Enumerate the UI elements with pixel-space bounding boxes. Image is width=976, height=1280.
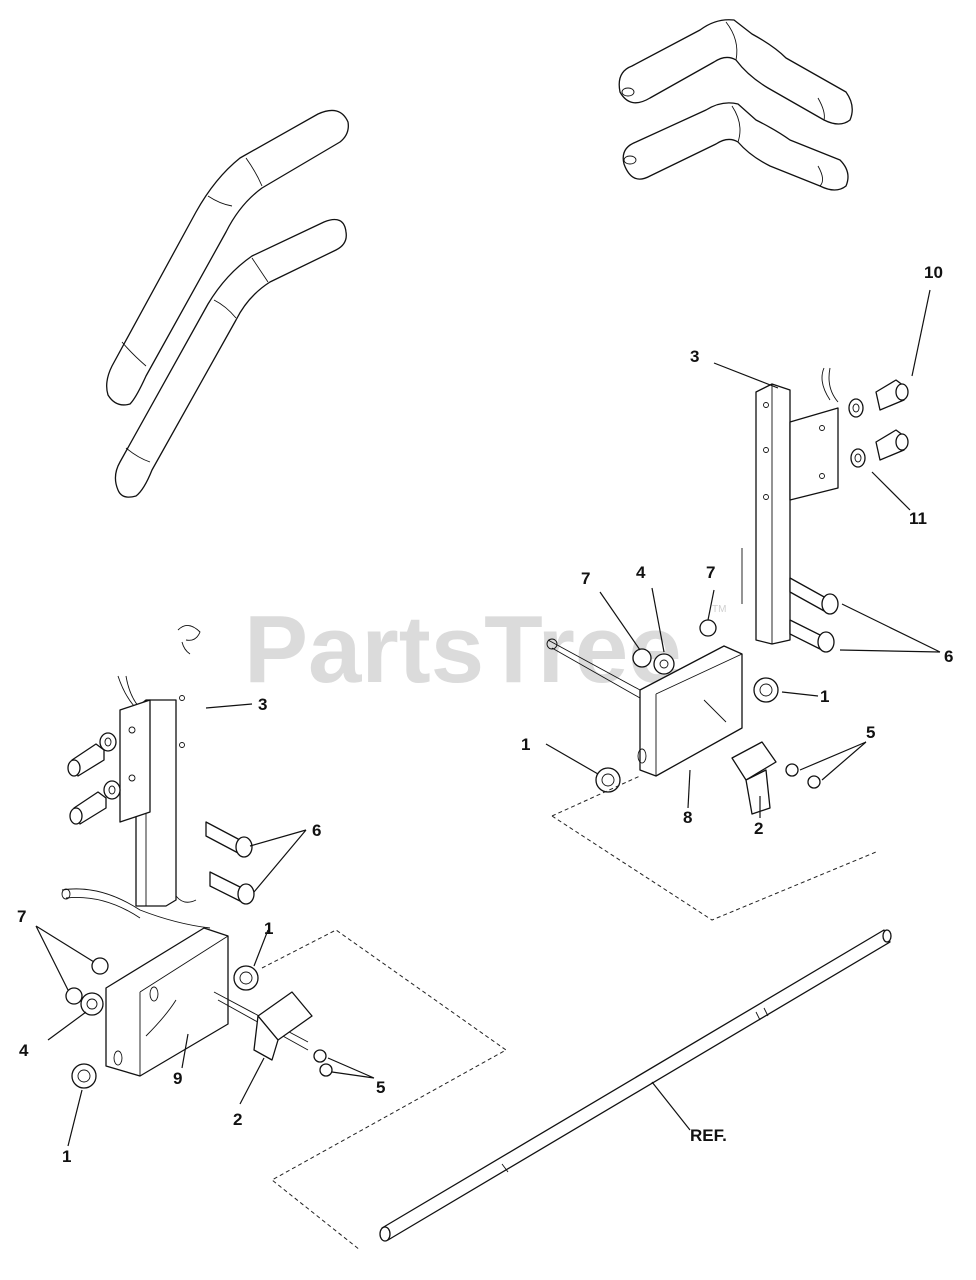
callout-1b-right: 1 — [521, 735, 530, 754]
watermark-trademark: TM — [712, 604, 726, 615]
callout-4-right: 4 — [636, 563, 646, 582]
callout-6-right: 6 — [944, 647, 953, 666]
handle-grip-lower-right — [622, 102, 849, 191]
callout-1a-left: 1 — [264, 919, 273, 938]
callout-2-left: 2 — [233, 1110, 242, 1129]
handle-grip-upper-right — [618, 19, 853, 125]
callout-1a-right: 1 — [820, 687, 829, 706]
reference-shaft — [379, 929, 892, 1242]
handle-grip-upper-left — [106, 109, 349, 406]
callout-7a-right: 7 — [581, 569, 590, 588]
handle-grip-lower-left — [114, 218, 347, 498]
callout-5-right: 5 — [866, 723, 875, 742]
callout-7-left: 7 — [17, 907, 26, 926]
callout-3-right: 3 — [690, 347, 699, 366]
watermark-text: PartsTree — [244, 596, 682, 703]
callout-9: 9 — [173, 1069, 182, 1088]
callout-11: 11 — [909, 509, 927, 528]
callout-10: 10 — [924, 263, 943, 282]
callout-7b-right: 7 — [706, 563, 715, 582]
callout-3-left: 3 — [258, 695, 267, 714]
left-callouts: 3 6 7 1 4 9 5 2 1 — [17, 695, 385, 1166]
left-assembly — [61, 625, 507, 1251]
callout-1b-left: 1 — [62, 1147, 71, 1166]
callout-5-left: 5 — [376, 1078, 385, 1097]
right-assembly — [546, 367, 909, 921]
right-leaders — [545, 289, 941, 818]
callout-8: 8 — [683, 808, 692, 827]
callout-6-left: 6 — [312, 821, 321, 840]
left-leaders — [35, 703, 375, 1147]
callout-ref: REF. — [690, 1126, 727, 1145]
right-callouts: 10 3 11 7 4 7 6 1 5 1 8 2 — [521, 263, 953, 838]
callout-4-left: 4 — [19, 1041, 29, 1060]
callout-2-right: 2 — [754, 819, 763, 838]
